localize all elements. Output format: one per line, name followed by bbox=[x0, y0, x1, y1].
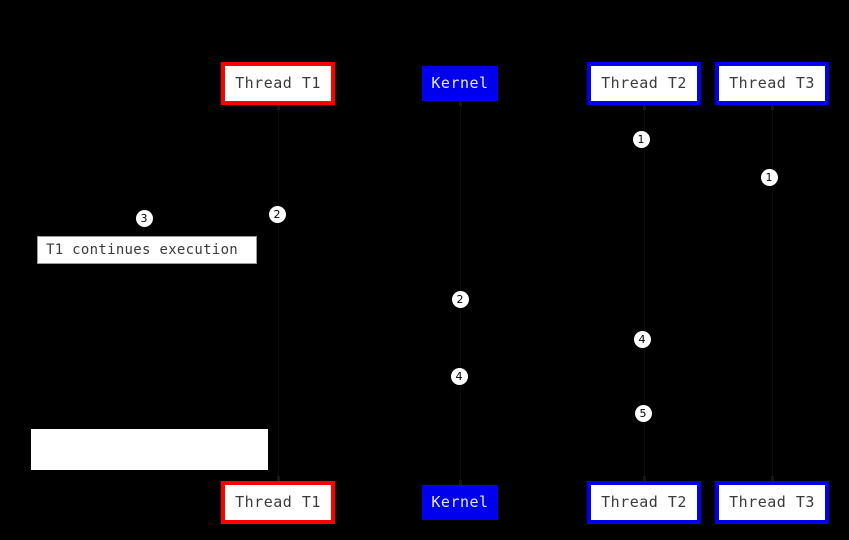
participant-label: Thread T3 bbox=[729, 493, 815, 511]
step-badge-2-kernel[interactable]: 2 bbox=[451, 290, 469, 308]
note-t1-continues[interactable]: T1 continues execution bbox=[37, 236, 257, 264]
lifeline-stub bbox=[643, 476, 646, 481]
participant-box-thread-t1-top[interactable]: Thread T1 bbox=[221, 62, 335, 105]
participant-label: Thread T2 bbox=[601, 74, 687, 92]
lifeline-stub bbox=[459, 480, 462, 485]
participant-label: Kernel bbox=[431, 74, 489, 92]
participant-box-kernel-bottom[interactable]: Kernel bbox=[422, 485, 498, 520]
step-badge-5-thread-t2[interactable]: 5 bbox=[634, 404, 652, 422]
note-text: T1 continues execution bbox=[46, 242, 239, 258]
lifeline-thread-t3 bbox=[772, 105, 773, 481]
lifeline-stub bbox=[771, 476, 774, 481]
lifeline-thread-t1 bbox=[278, 105, 279, 481]
participant-label: Thread T1 bbox=[235, 493, 321, 511]
participant-box-thread-t1-bottom[interactable]: Thread T1 bbox=[221, 481, 335, 524]
participant-box-thread-t3-bottom[interactable]: Thread T3 bbox=[715, 481, 829, 524]
lifeline-thread-t2 bbox=[644, 105, 645, 481]
lifeline-stub bbox=[459, 101, 462, 106]
step-badge-4-kernel[interactable]: 4 bbox=[450, 367, 468, 385]
participant-label: Thread T2 bbox=[601, 493, 687, 511]
step-badge-4-thread-t2[interactable]: 4 bbox=[633, 330, 651, 348]
lifeline-stub bbox=[277, 105, 280, 110]
step-badge-1-thread-t3[interactable]: 1 bbox=[760, 168, 778, 186]
participant-label: Kernel bbox=[431, 493, 489, 511]
lifeline-stub bbox=[771, 105, 774, 110]
participant-box-thread-t2-bottom[interactable]: Thread T2 bbox=[587, 481, 701, 524]
participant-box-thread-t3-top[interactable]: Thread T3 bbox=[715, 62, 829, 105]
participant-box-thread-t2-top[interactable]: Thread T2 bbox=[587, 62, 701, 105]
step-badge-2-thread-t1[interactable]: 2 bbox=[268, 205, 286, 223]
step-badge-1-thread-t2[interactable]: 1 bbox=[632, 130, 650, 148]
participant-box-kernel-top[interactable]: Kernel bbox=[422, 66, 498, 101]
note-blank[interactable] bbox=[31, 429, 268, 470]
participant-label: Thread T1 bbox=[235, 74, 321, 92]
lifeline-stub bbox=[643, 105, 646, 110]
step-badge-3-thread-t1[interactable]: 3 bbox=[135, 209, 153, 227]
lifeline-stub bbox=[277, 476, 280, 481]
participant-label: Thread T3 bbox=[729, 74, 815, 92]
